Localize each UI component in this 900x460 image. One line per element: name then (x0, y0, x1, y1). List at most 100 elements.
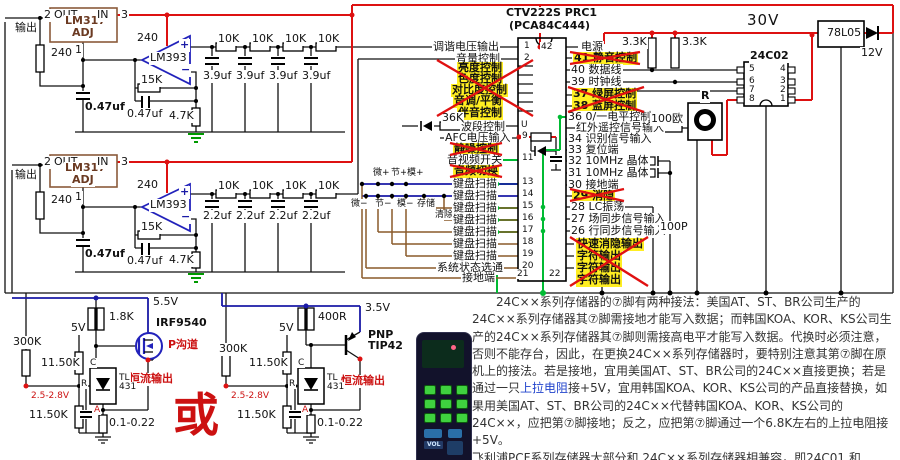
schematic-label: 22 (548, 269, 562, 280)
remote-key (440, 385, 452, 395)
schematic-label: 5.5V (152, 295, 180, 309)
schematic-label: 0.47uf (126, 107, 164, 121)
schematic-label: 15 (521, 201, 535, 212)
eeprom-notch (759, 99, 773, 107)
schematic-label: 模+ (406, 168, 425, 179)
paragraph-1b: 接+5V，宜用韩国KOA、KOR、KS公司的产品直接替换，如果用美国AT、ST、… (472, 381, 889, 448)
schematic-label: 10K (317, 32, 341, 46)
schematic-label: 2.5-2.8V (30, 391, 71, 402)
schematic-label: − (180, 63, 192, 77)
schematic-label: 9 (521, 131, 529, 142)
schematic-label: 17 (521, 225, 535, 236)
schematic-label: 300K (12, 335, 43, 349)
schematic-label: 100欧 (650, 112, 684, 126)
schematic-label: 清除 (434, 210, 455, 221)
schematic-label: 4 (779, 64, 787, 75)
schematic-label: IN (96, 8, 110, 22)
schematic-label: 300K (218, 342, 249, 356)
schematic-label: U (520, 120, 529, 131)
schematic-label: 1 (523, 41, 531, 52)
schematic-label: 11.50K (248, 356, 289, 370)
schematic-label: 6 (748, 76, 756, 87)
pnp-label: TIP42 (367, 339, 404, 353)
schematic-label: 400R (317, 310, 348, 324)
schematic-label: 0.47uf (84, 247, 126, 261)
schematic-label: 3.9uf (202, 69, 233, 83)
schematic-label: + (179, 38, 191, 52)
schematic-label: − (180, 210, 192, 224)
ground-symbols (188, 133, 204, 283)
junction-dots (38, 16, 844, 412)
schematic-label: 100P (659, 220, 689, 234)
schematic-label: 26 行同步信号输入 (570, 224, 667, 238)
schematic-label: 调谐电压输出 (432, 40, 500, 54)
schematic-label: 14 (521, 189, 535, 200)
schematic-label: 10K (251, 32, 275, 46)
remote-keypad (424, 385, 468, 423)
remote-vol-key: VOL (424, 441, 444, 449)
schematic-label: 3.9uf (301, 69, 332, 83)
schematic-label: 8 (748, 94, 756, 105)
remote-screen (422, 340, 464, 368)
schematic-label: 3 (120, 155, 129, 169)
paragraph-1a: 24C××系列存储器的⑦脚有两种接法：美国AT、ST、BR公司生产的24C××系… (472, 295, 892, 396)
schematic-label: 7 (748, 85, 756, 96)
schematic-label: 节− (374, 199, 393, 210)
schematic-label: 2 (779, 85, 787, 96)
schematic-label: 13 (521, 177, 535, 188)
schematic-label: 4.7K (168, 109, 195, 123)
schematic-label: TL (118, 373, 131, 384)
chip-title: CTV222S PRC1 (505, 6, 599, 20)
rail-30v: 30V (746, 11, 781, 30)
schematic-label: 模− (396, 199, 415, 210)
schematic-label: 2.2uf (301, 209, 332, 223)
schematic-label: 节+ (390, 168, 409, 179)
tl431-icons (89, 367, 325, 405)
schematic-label: 19 (521, 249, 535, 260)
schematic-label: 10K (251, 179, 275, 193)
schematic-label: IN (96, 155, 110, 169)
remote-power-led (451, 345, 456, 350)
schematic-label: 3.3K (681, 35, 708, 49)
schematic-label: 微+ (372, 168, 391, 179)
schematic-label: 240 (50, 193, 73, 207)
schematic-label: 电源 (580, 40, 604, 54)
schematic-label: 11.50K (28, 408, 69, 422)
remote-key (424, 385, 436, 395)
remote-key (456, 385, 468, 395)
remote-key (448, 429, 462, 438)
schematic-label: 2 (43, 8, 52, 22)
schematic-label: 0.47uf (126, 254, 164, 268)
pnp-transistor-icon (344, 332, 356, 355)
schematic-label: 2.2uf (202, 209, 233, 223)
paragraph-2: 飞利浦PCF系列存储器大部分和 24C××系列存储器相兼容，即24C01 和PC… (472, 450, 861, 460)
schematic-label: 2.2uf (235, 209, 266, 223)
cc-output-1: 恒流输出 (128, 372, 174, 386)
cc-output-2: 恒流输出 (340, 374, 386, 388)
schematic-label: (PCA84C444) (508, 19, 592, 33)
schematic-label: C (89, 358, 98, 369)
remote-key (456, 413, 468, 423)
remote-key (440, 413, 452, 423)
schematic-label: 11.50K (40, 356, 81, 370)
schematic-label: 接地端 (461, 271, 496, 285)
schematic-label: 4.7K (168, 253, 195, 267)
remote-key (447, 441, 463, 455)
pull-up-resistor-link[interactable]: 上拉电阻 (520, 381, 569, 396)
remote-key (424, 429, 442, 438)
schematic-label: R (80, 379, 89, 390)
regulator-78l05: 78L05 (826, 26, 863, 40)
remote-key (440, 399, 452, 409)
schematic-label: 18 (521, 237, 535, 248)
schematic-label: 11.50K (236, 408, 277, 422)
ir-receiver-label: R (700, 89, 711, 103)
schematic-label: 0.1-0.22 (108, 416, 156, 430)
article-text: 24C××系列存储器的⑦脚有两种接法：美国AT、ST、BR公司生产的24C××系… (472, 294, 896, 460)
remote-key (424, 399, 436, 409)
schematic-label: 5V (70, 321, 87, 335)
schematic-label: A (301, 405, 310, 416)
schematic-label: 5V (278, 321, 295, 335)
schematic-label: 3 (120, 8, 129, 22)
schematic-label: ADJ (71, 26, 95, 40)
